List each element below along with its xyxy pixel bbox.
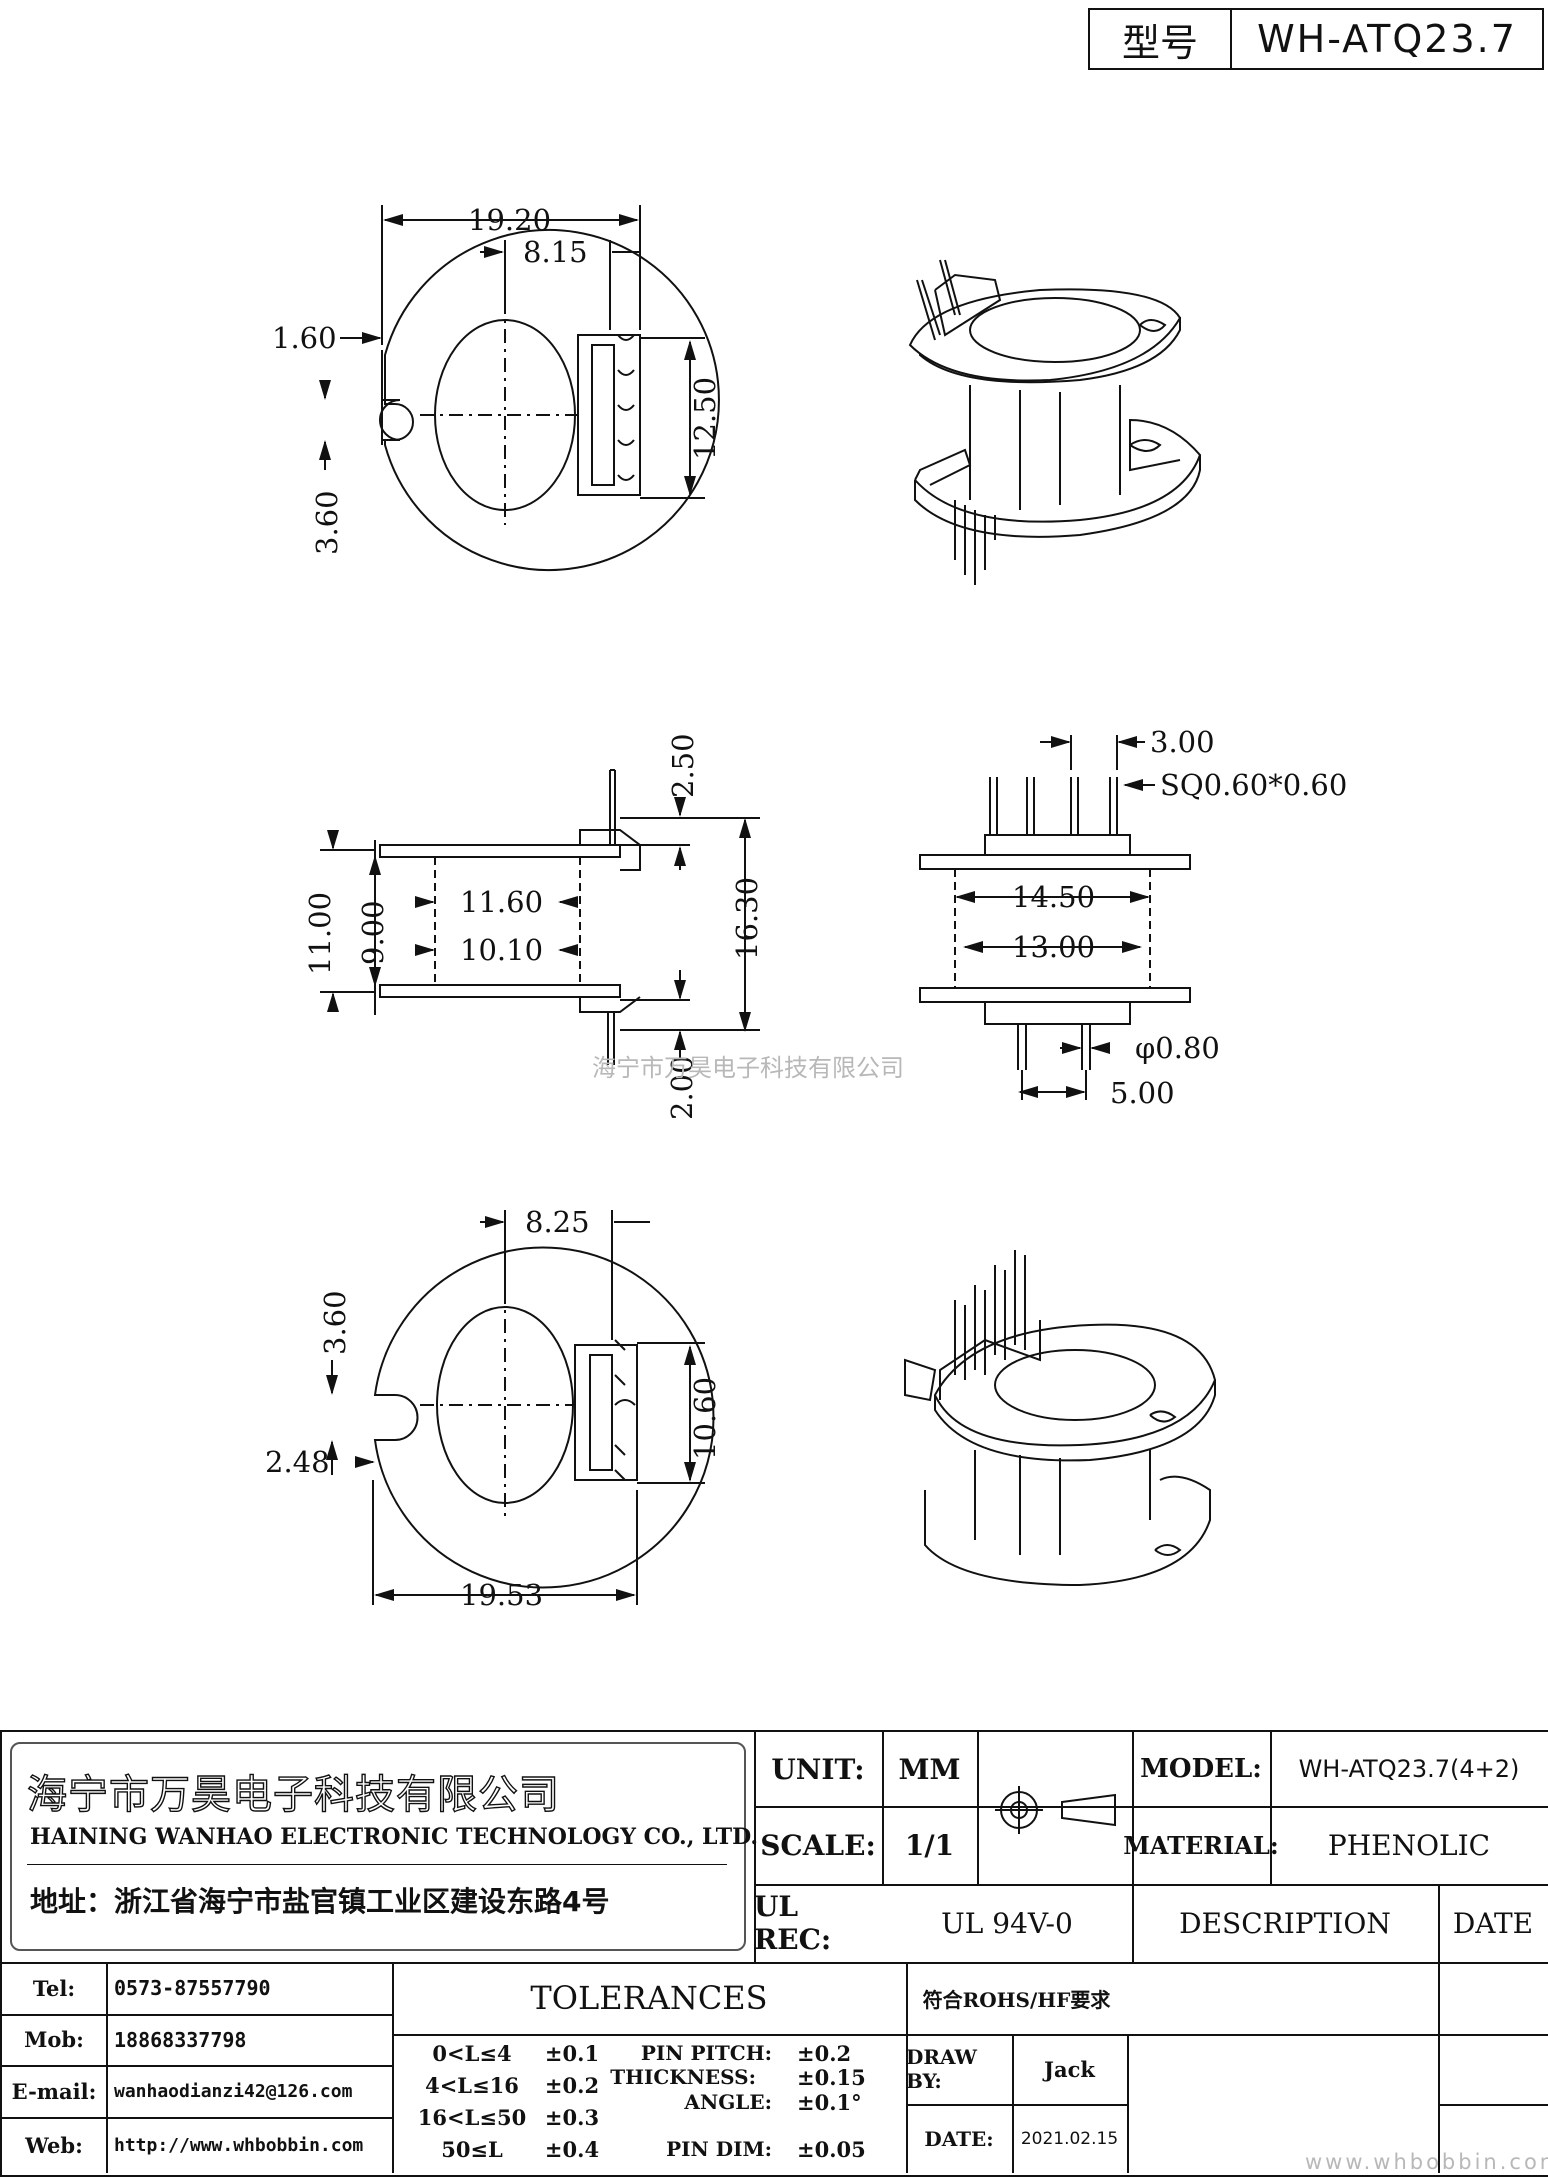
dim-front-inner: 13.00 (1012, 930, 1095, 964)
param-value-2: ±0.15 (797, 2064, 866, 2090)
date-label: DATE: (924, 2126, 994, 2151)
web-label: Web: (25, 2132, 83, 2158)
model-header-label: 型号 (1090, 10, 1232, 68)
dim-front-pitch: 3.00 (1150, 725, 1215, 759)
unit-label: UNIT: (771, 1752, 865, 1786)
watermark-corner: www.whbobbin.com (1305, 2150, 1548, 2174)
dim-side-pin-bottom: 2.00 (665, 1055, 699, 1120)
param-label-4: PIN DIM: (666, 2137, 772, 2161)
side-view-dims (320, 797, 760, 1060)
date-header: DATE (1452, 1906, 1534, 1940)
tol-range-3: 16<L≤50 (417, 2104, 527, 2130)
material-label: MATERIAL: (1123, 1830, 1279, 1860)
tol-value-2: ±0.2 (544, 2072, 600, 2098)
model-header: 型号 WH-ATQ23.7 (1088, 8, 1544, 70)
dim-front-pin-size: SQ0.60*0.60 (1160, 768, 1347, 802)
tel-value: 0573-87557790 (114, 1976, 271, 2000)
param-value-3: ±0.1° (797, 2089, 862, 2115)
top-view-outline (379, 229, 720, 571)
dim-bottom-offset: 8.25 (525, 1205, 590, 1239)
web-value: http://www.whbobbin.com (114, 2134, 364, 2156)
description-header: DESCRIPTION (1179, 1906, 1391, 1940)
param-label-3: ANGLE: (684, 2090, 772, 2114)
side-view (379, 769, 641, 1065)
email-value: wanhaodianzi42@126.com (114, 2080, 353, 2102)
dim-side-flange-outer: 11.00 (303, 892, 337, 975)
email-label: E-mail: (11, 2078, 97, 2104)
model-label: MODEL: (1140, 1754, 1262, 1784)
draw-by-value: Jack (1044, 2056, 1095, 2082)
dim-side-flange-inner: 9.00 (356, 900, 390, 965)
tel-label: Tel: (32, 1975, 76, 2001)
dim-top-offset: 8.15 (523, 235, 588, 269)
draw-by-label: DRAW BY: (906, 2045, 977, 2093)
tol-range-1: 0<L≤4 (432, 2040, 512, 2066)
dim-top-width: 19.20 (468, 203, 551, 237)
dim-front-pin-gap: 5.00 (1110, 1076, 1175, 1110)
front-view (919, 777, 1191, 1070)
iso-view-bottom (904, 1250, 1217, 1587)
company-address: 地址：浙江省海宁市盐官镇工业区建设东路4号 (30, 1885, 610, 1918)
company-name-cn: 海宁市万昊电子科技有限公司 (26, 1771, 560, 1818)
dim-top-slot-width: 1.60 (272, 321, 337, 355)
tol-value-4: ±0.4 (544, 2136, 600, 2162)
bottom-view (373, 1246, 715, 1589)
unit-value: MM (898, 1752, 961, 1786)
projection-symbol-icon (995, 1786, 1116, 1834)
tol-range-2: 4<L≤16 (425, 2072, 519, 2098)
dim-bottom-slot-width: 2.48 (265, 1445, 330, 1479)
company-box (10, 1742, 746, 1951)
top-view-dims (319, 205, 705, 499)
param-value-4: ±0.05 (797, 2136, 866, 2162)
param-value-1: ±0.2 (797, 2040, 852, 2066)
dim-side-total-height: 16.30 (730, 877, 764, 960)
model-value: WH-ATQ23.7(4+2) (1298, 1755, 1520, 1783)
dim-bottom-slot-depth: 3.60 (318, 1290, 352, 1355)
ul-rec-value: UL 94V-0 (941, 1906, 1073, 1940)
ul-rec-label: UL REC: (754, 1890, 832, 1956)
watermark-center: 海宁市万昊电子科技有限公司 (592, 1054, 904, 1082)
param-label-2: THICKNESS: (610, 2065, 756, 2089)
dim-bottom-width: 19.53 (460, 1578, 543, 1612)
material-value: PHENOLIC (1327, 1828, 1491, 1862)
dim-top-slot-depth: 3.60 (310, 490, 344, 555)
dim-front-outer: 14.50 (1012, 880, 1095, 914)
dim-bottom-pin-span: 10.60 (688, 1377, 722, 1460)
model-header-value: WH-ATQ23.7 (1257, 17, 1517, 61)
tol-range-4: 50≤L (441, 2136, 503, 2162)
tol-value-1: ±0.1 (544, 2040, 600, 2066)
scale-label: SCALE: (760, 1828, 876, 1862)
tol-value-3: ±0.3 (544, 2104, 600, 2130)
rohs-compliance: 符合ROHS/HF要求 (922, 1987, 1111, 2012)
dim-top-pin-span: 12.50 (688, 377, 722, 460)
company-name-en: HAINING WANHAO ELECTRONIC TECHNOLOGY CO.… (30, 1824, 759, 1850)
param-label-1: PIN PITCH: (640, 2041, 772, 2065)
front-view-dims (955, 735, 1155, 1100)
date-value: 2021.02.15 (1020, 2128, 1119, 2149)
iso-view-top (908, 259, 1202, 585)
dim-front-pin-dia: φ0.80 (1135, 1031, 1220, 1065)
title-block: 海宁市万昊电子科技有限公司 HAINING WANHAO ELECTRONIC … (0, 1730, 1548, 2177)
tolerances-header: TOLERANCES (530, 1979, 768, 2017)
scale-value: 1/1 (904, 1828, 955, 1862)
mob-value: 18868337798 (114, 2027, 247, 2052)
dim-side-pin-top: 2.50 (666, 733, 700, 798)
mob-label: Mob: (24, 2027, 84, 2052)
bottom-view-dims (326, 1210, 705, 1605)
dim-side-barrel-inner: 10.10 (460, 933, 543, 967)
dim-side-barrel-outer: 11.60 (460, 885, 543, 919)
